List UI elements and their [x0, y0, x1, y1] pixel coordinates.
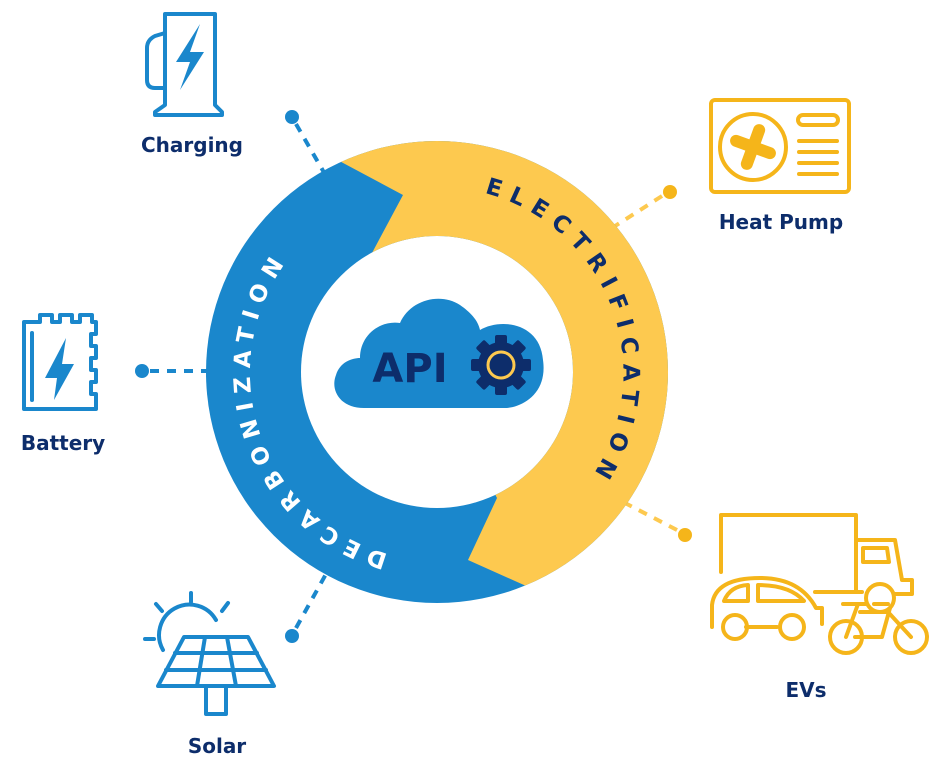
- heat-pump-label: Heat Pump: [719, 210, 843, 234]
- connector-battery: [135, 364, 210, 378]
- charging-station-icon: [145, 12, 224, 117]
- api-label: API: [372, 346, 447, 392]
- charging-label: Charging: [141, 133, 243, 157]
- electric-vehicles-icon: [710, 513, 929, 655]
- battery-icon: [22, 313, 98, 411]
- evs-label: EVs: [785, 678, 826, 702]
- battery-label: Battery: [21, 431, 105, 455]
- solar-panel-icon: [143, 591, 276, 716]
- gear-icon: [471, 335, 531, 395]
- solar-label: Solar: [188, 734, 246, 758]
- heat-pump-icon: [709, 98, 851, 194]
